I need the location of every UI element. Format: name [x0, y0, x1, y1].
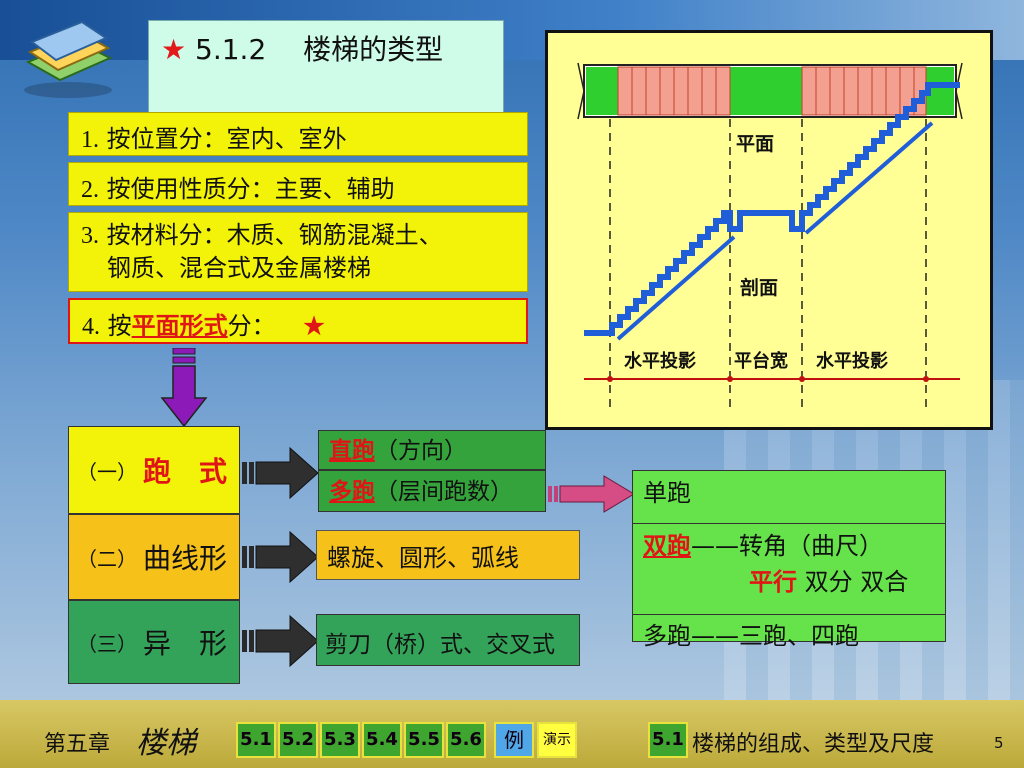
stair-diagram: 平面 剖面 水平投影 平台宽 水平投影 — [545, 30, 993, 430]
nav-button-5-4[interactable]: 5.4 — [362, 722, 402, 758]
down-arrow-icon — [160, 348, 208, 428]
section-label: 剖面 — [740, 273, 778, 300]
current-section-title: 楼梯的组成、类型及尺度 — [692, 726, 934, 758]
multi-run-box: 多跑（层间跑数） — [318, 470, 546, 512]
chapter-label: 第五章 — [44, 726, 110, 758]
list-item-4: 4. 按平面形式分： ★ — [68, 298, 528, 344]
example-button[interactable]: 例 — [494, 722, 534, 758]
nav-button-5-5[interactable]: 5.5 — [404, 722, 444, 758]
list-item-2: 2. 按使用性质分：主要、辅助 — [68, 162, 528, 206]
current-section-badge: 5.1 — [648, 722, 688, 758]
nav-button-5-2[interactable]: 5.2 — [278, 722, 318, 758]
dimension-label-right: 水平投影 — [816, 347, 888, 373]
single-run-row: 单跑 — [633, 471, 945, 524]
special-desc-box: 剪刀（桥）式、交叉式 — [316, 614, 580, 666]
nav-button-5-1[interactable]: 5.1 — [236, 722, 276, 758]
list-item-1: 1. 按位置分：室内、室外 — [68, 112, 528, 156]
straight-run-box: 直跑（方向） — [318, 430, 546, 470]
type-run: （一） 跑 式 — [68, 426, 240, 514]
dimension-label-middle: 平台宽 — [734, 347, 788, 373]
plan-label: 平面 — [736, 129, 774, 156]
multi-run-row: 多跑——三跑、四跑 — [633, 615, 945, 657]
plan-form-highlight: 平面形式 — [132, 311, 228, 340]
right-arrow-icon — [240, 446, 320, 504]
curve-desc-box: 螺旋、圆形、弧线 — [316, 530, 580, 580]
dimension-label-left: 水平投影 — [624, 347, 696, 373]
books-icon — [18, 12, 118, 102]
right-arrow-icon — [240, 530, 320, 588]
run-detail-box: 单跑 双跑——转角（曲尺） 平行 双分 双合 多跑——三跑、四跑 — [632, 470, 946, 642]
subject-label: 楼梯 — [136, 718, 196, 762]
star-icon: ★ — [303, 311, 325, 340]
title-text: 5.1.2 楼梯的类型 — [195, 33, 443, 66]
nav-button-5-3[interactable]: 5.3 — [320, 722, 360, 758]
list-item-3: 3. 按材料分：木质、钢筋混凝土、 钢质、混合式及金属楼梯 — [68, 212, 528, 292]
star-icon: ★ — [161, 33, 186, 66]
double-run-row: 双跑——转角（曲尺） 平行 双分 双合 — [633, 524, 945, 615]
type-curve: （二） 曲线形 — [68, 514, 240, 600]
demo-button[interactable]: 演示 — [537, 722, 577, 758]
right-arrow-icon — [240, 614, 320, 672]
page-number: 5 — [994, 734, 1004, 752]
slide-title: ★ 5.1.2 楼梯的类型 — [148, 20, 504, 118]
type-special: （三） 异 形 — [68, 600, 240, 684]
nav-button-5-6[interactable]: 5.6 — [446, 722, 486, 758]
pink-arrow-icon — [546, 474, 636, 518]
